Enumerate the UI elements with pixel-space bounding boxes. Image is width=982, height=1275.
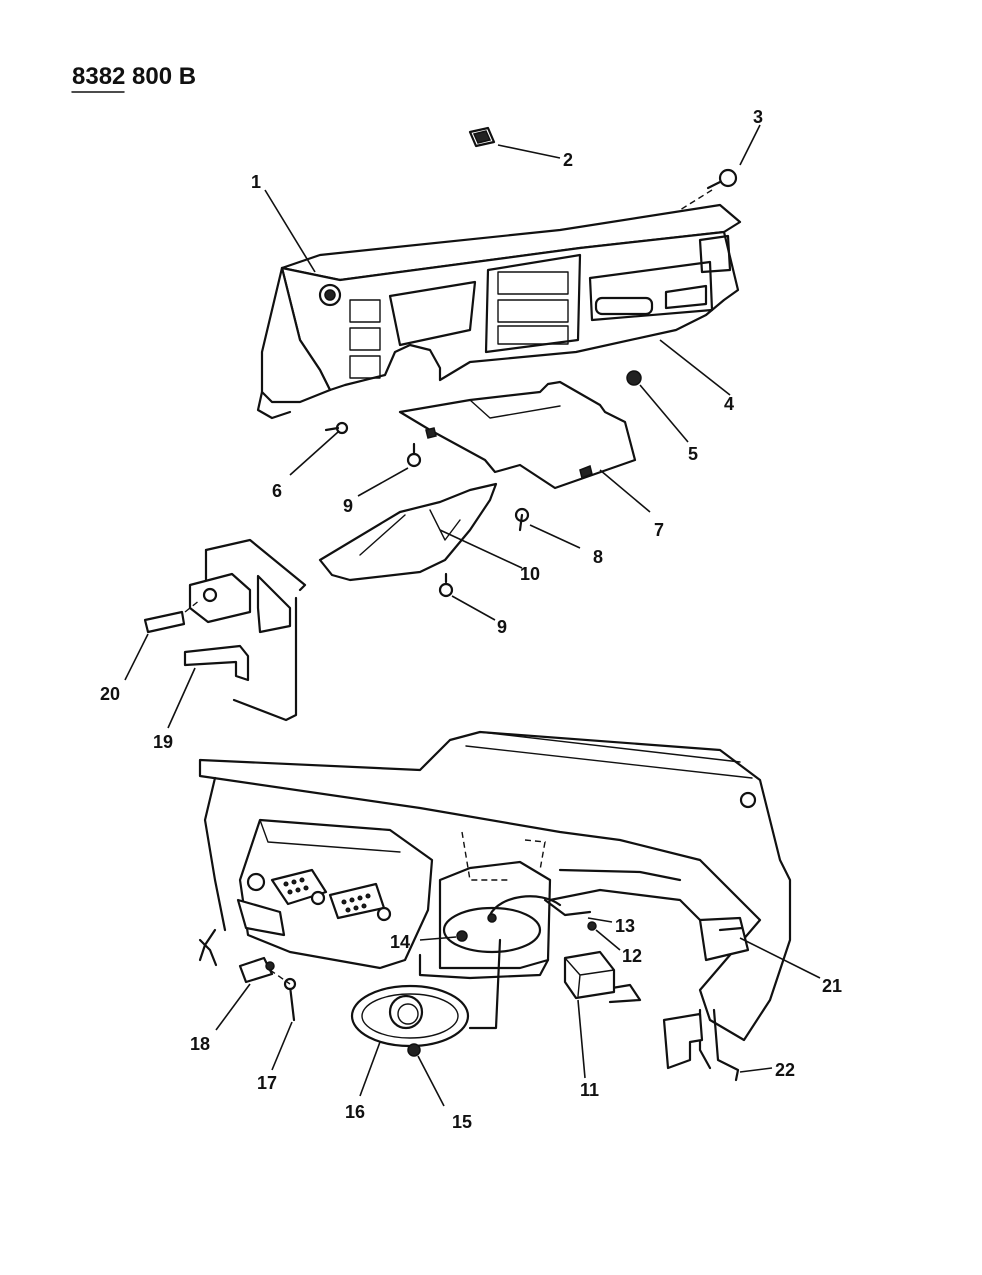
callout-17: 17 (257, 1073, 277, 1093)
callout-4: 4 (724, 394, 734, 414)
callout-21: 21 (822, 976, 842, 996)
callout-5: 5 (688, 444, 698, 464)
instrument-panel-upper (256, 203, 742, 420)
lamp-parts-17-18 (215, 956, 297, 1071)
callout-18: 18 (190, 1034, 210, 1054)
screw-part-6 (289, 421, 349, 476)
callout-8: 8 (593, 547, 603, 567)
column-cover-part-10 (318, 482, 523, 582)
instrument-panel-lower (198, 730, 792, 1082)
callout-2: 2 (563, 150, 573, 170)
switch-bracket-parts-19-20 (124, 538, 307, 729)
reference-code: 8382 800 B (72, 63, 196, 90)
lower-panel-part-7 (398, 380, 651, 513)
callout-6: 6 (272, 481, 282, 501)
screw-part-3 (679, 124, 761, 211)
callout-10: 10 (520, 564, 540, 584)
callout-22: 22 (775, 1060, 795, 1080)
clip-part-2 (468, 126, 561, 159)
nut-part-5 (626, 370, 689, 443)
callout-20: 20 (100, 684, 120, 704)
callout-15: 15 (452, 1112, 472, 1132)
callout-1: 1 (251, 172, 261, 192)
callout-13: 13 (615, 916, 635, 936)
callout-9-bottom: 9 (497, 617, 507, 637)
screw-part-9-bottom (438, 572, 496, 621)
bezel-parts-15-16 (350, 938, 502, 1107)
callout-3: 3 (753, 107, 763, 127)
callout-12: 12 (622, 946, 642, 966)
relay-part-11 (563, 950, 616, 1079)
screw-part-14 (419, 930, 468, 942)
callout-19: 19 (153, 732, 173, 752)
clip-part-12-13 (587, 917, 621, 951)
screw-part-8 (514, 507, 581, 549)
callout-9-top: 9 (343, 496, 353, 516)
screw-part-9-top (357, 442, 422, 497)
callout-16: 16 (345, 1102, 365, 1122)
callout-7: 7 (654, 520, 664, 540)
callout-14: 14 (390, 932, 410, 952)
callout-11: 11 (580, 1080, 599, 1100)
